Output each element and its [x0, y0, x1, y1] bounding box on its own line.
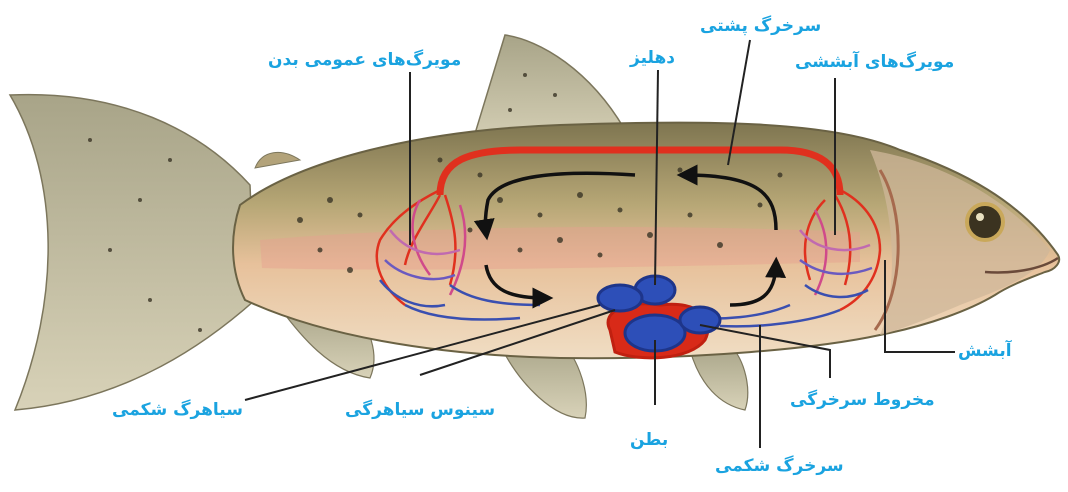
cone-chamber: [680, 307, 720, 333]
label-gill: آبشش: [958, 343, 1012, 360]
label-abdominal-vein: سیاهرگ شکمی: [112, 402, 243, 419]
label-venous-sinus: سینوس سیاهرگی: [345, 402, 495, 419]
label-body-capillaries: مویرگ‌های عمومی بدن: [268, 52, 461, 69]
adipose-fin: [255, 152, 300, 168]
label-ventricle: بطن: [630, 432, 668, 449]
label-dorsal-aorta: سرخرگ پشتی: [700, 18, 821, 35]
label-gill-capillaries: مویرگ‌های آبششی: [795, 54, 954, 71]
tail-fin: [10, 95, 255, 410]
label-atrium: دهلیز: [630, 50, 675, 67]
sinus-chamber: [598, 285, 642, 311]
label-ventral-aorta: سرخرگ شکمی: [715, 458, 844, 475]
label-arterial-cone: مخروط سرخرگی: [790, 392, 935, 409]
eye: [967, 204, 1003, 240]
